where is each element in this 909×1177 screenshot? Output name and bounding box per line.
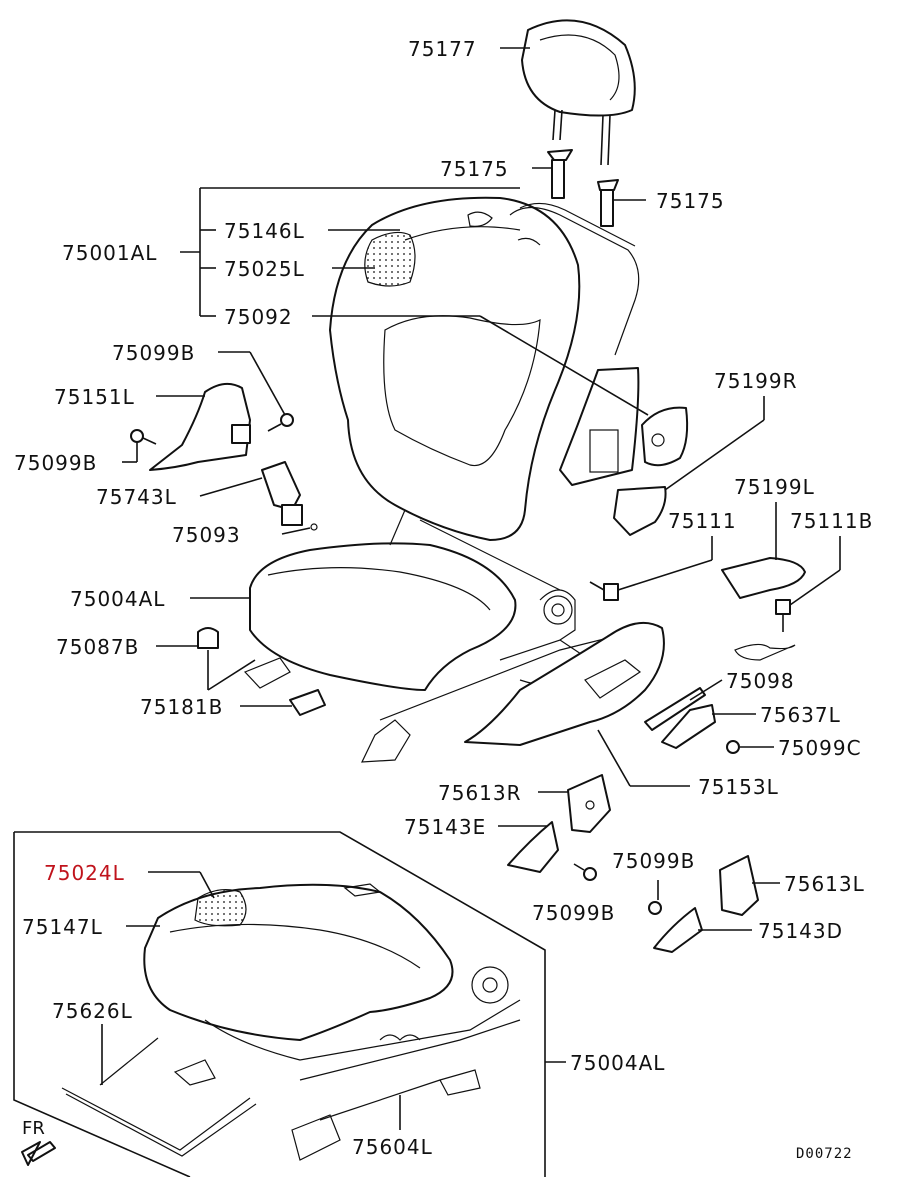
lever-75098 <box>644 687 706 731</box>
seat-cushion-upper <box>249 542 517 691</box>
label-75004al-a: 75004AL <box>70 587 165 611</box>
label-75111: 75111 <box>668 509 737 533</box>
label-75143e: 75143E <box>404 815 486 839</box>
cover-panel-75199l <box>613 486 667 536</box>
seat-foot-front <box>243 657 291 689</box>
bracket-75613l <box>719 855 759 916</box>
label-75175-a: 75175 <box>440 157 509 181</box>
label-75024l: 75024L <box>44 861 125 885</box>
label-75099b-d: 75099B <box>532 901 615 925</box>
seat-back <box>329 196 640 541</box>
headrest-guide-right <box>597 179 619 227</box>
belt-buckle-75743l <box>261 461 303 526</box>
screw-75099c <box>726 740 740 754</box>
label-75151l: 75151L <box>54 385 135 409</box>
label-75001al: 75001AL <box>62 241 157 265</box>
label-75199r: 75199R <box>714 369 798 393</box>
cover-panel-75199r <box>641 406 689 467</box>
headrest <box>521 19 636 166</box>
leader-lines-lower <box>101 871 401 1130</box>
label-75143d: 75143D <box>758 919 843 943</box>
screw-75099b-d <box>648 901 662 915</box>
clip-75181b <box>289 689 326 716</box>
label-75004al-b: 75004AL <box>570 1051 665 1075</box>
label-75637l: 75637L <box>760 703 841 727</box>
label-75099b-b: 75099B <box>14 451 97 475</box>
bolt-75111b <box>775 599 791 632</box>
label-75099b-c: 75099B <box>612 849 695 873</box>
label-75199l: 75199L <box>734 475 815 499</box>
label-75025l: 75025L <box>224 257 305 281</box>
front-direction-label: FR <box>22 1118 45 1139</box>
label-75175-b: 75175 <box>656 189 725 213</box>
wire-75626l <box>61 1037 257 1157</box>
arrow-down-left-icon <box>21 1141 56 1166</box>
bracket-75199l <box>721 557 806 599</box>
label-75099c: 75099C <box>778 736 862 760</box>
leader-lines <box>122 47 841 931</box>
label-75613r: 75613R <box>438 781 522 805</box>
label-75743l: 75743L <box>96 485 177 509</box>
screw-75099b-a <box>267 413 294 432</box>
wire-75111b <box>734 643 796 661</box>
label-75146l: 75146L <box>224 219 305 243</box>
label-75087b: 75087B <box>56 635 139 659</box>
label-75099b-a: 75099B <box>112 341 195 365</box>
label-75613l: 75613L <box>784 872 865 896</box>
seat-cushion-lower <box>143 883 454 1041</box>
label-75177: 75177 <box>408 37 477 61</box>
label-75626l: 75626L <box>52 999 133 1023</box>
bracket-75613r <box>567 774 611 833</box>
clip-75093 <box>310 523 318 531</box>
label-75111b: 75111B <box>790 509 873 533</box>
screw-75099b-b <box>130 429 157 445</box>
label-75098: 75098 <box>726 669 795 693</box>
headrest-guide-left <box>547 149 573 199</box>
label-75153l: 75153L <box>698 775 779 799</box>
label-75604l: 75604L <box>352 1135 433 1159</box>
bolt-75111 <box>589 581 619 601</box>
side-trim-75151l <box>149 382 251 471</box>
diagram-code: D00722 <box>796 1146 853 1162</box>
cover-75143d <box>653 907 703 953</box>
label-75092: 75092 <box>224 305 293 329</box>
label-75181b: 75181B <box>140 695 223 719</box>
screw-75099b-c <box>573 863 597 881</box>
seat-frame-lower <box>173 966 521 1161</box>
bolt-75087b <box>197 627 219 649</box>
subassembly-box <box>13 831 566 1177</box>
seat-side-shield-75153l <box>464 621 665 746</box>
front-direction-indicator <box>21 1141 56 1166</box>
label-75093: 75093 <box>172 523 241 547</box>
label-75147l: 75147L <box>22 915 103 939</box>
cover-75143e <box>507 821 559 873</box>
